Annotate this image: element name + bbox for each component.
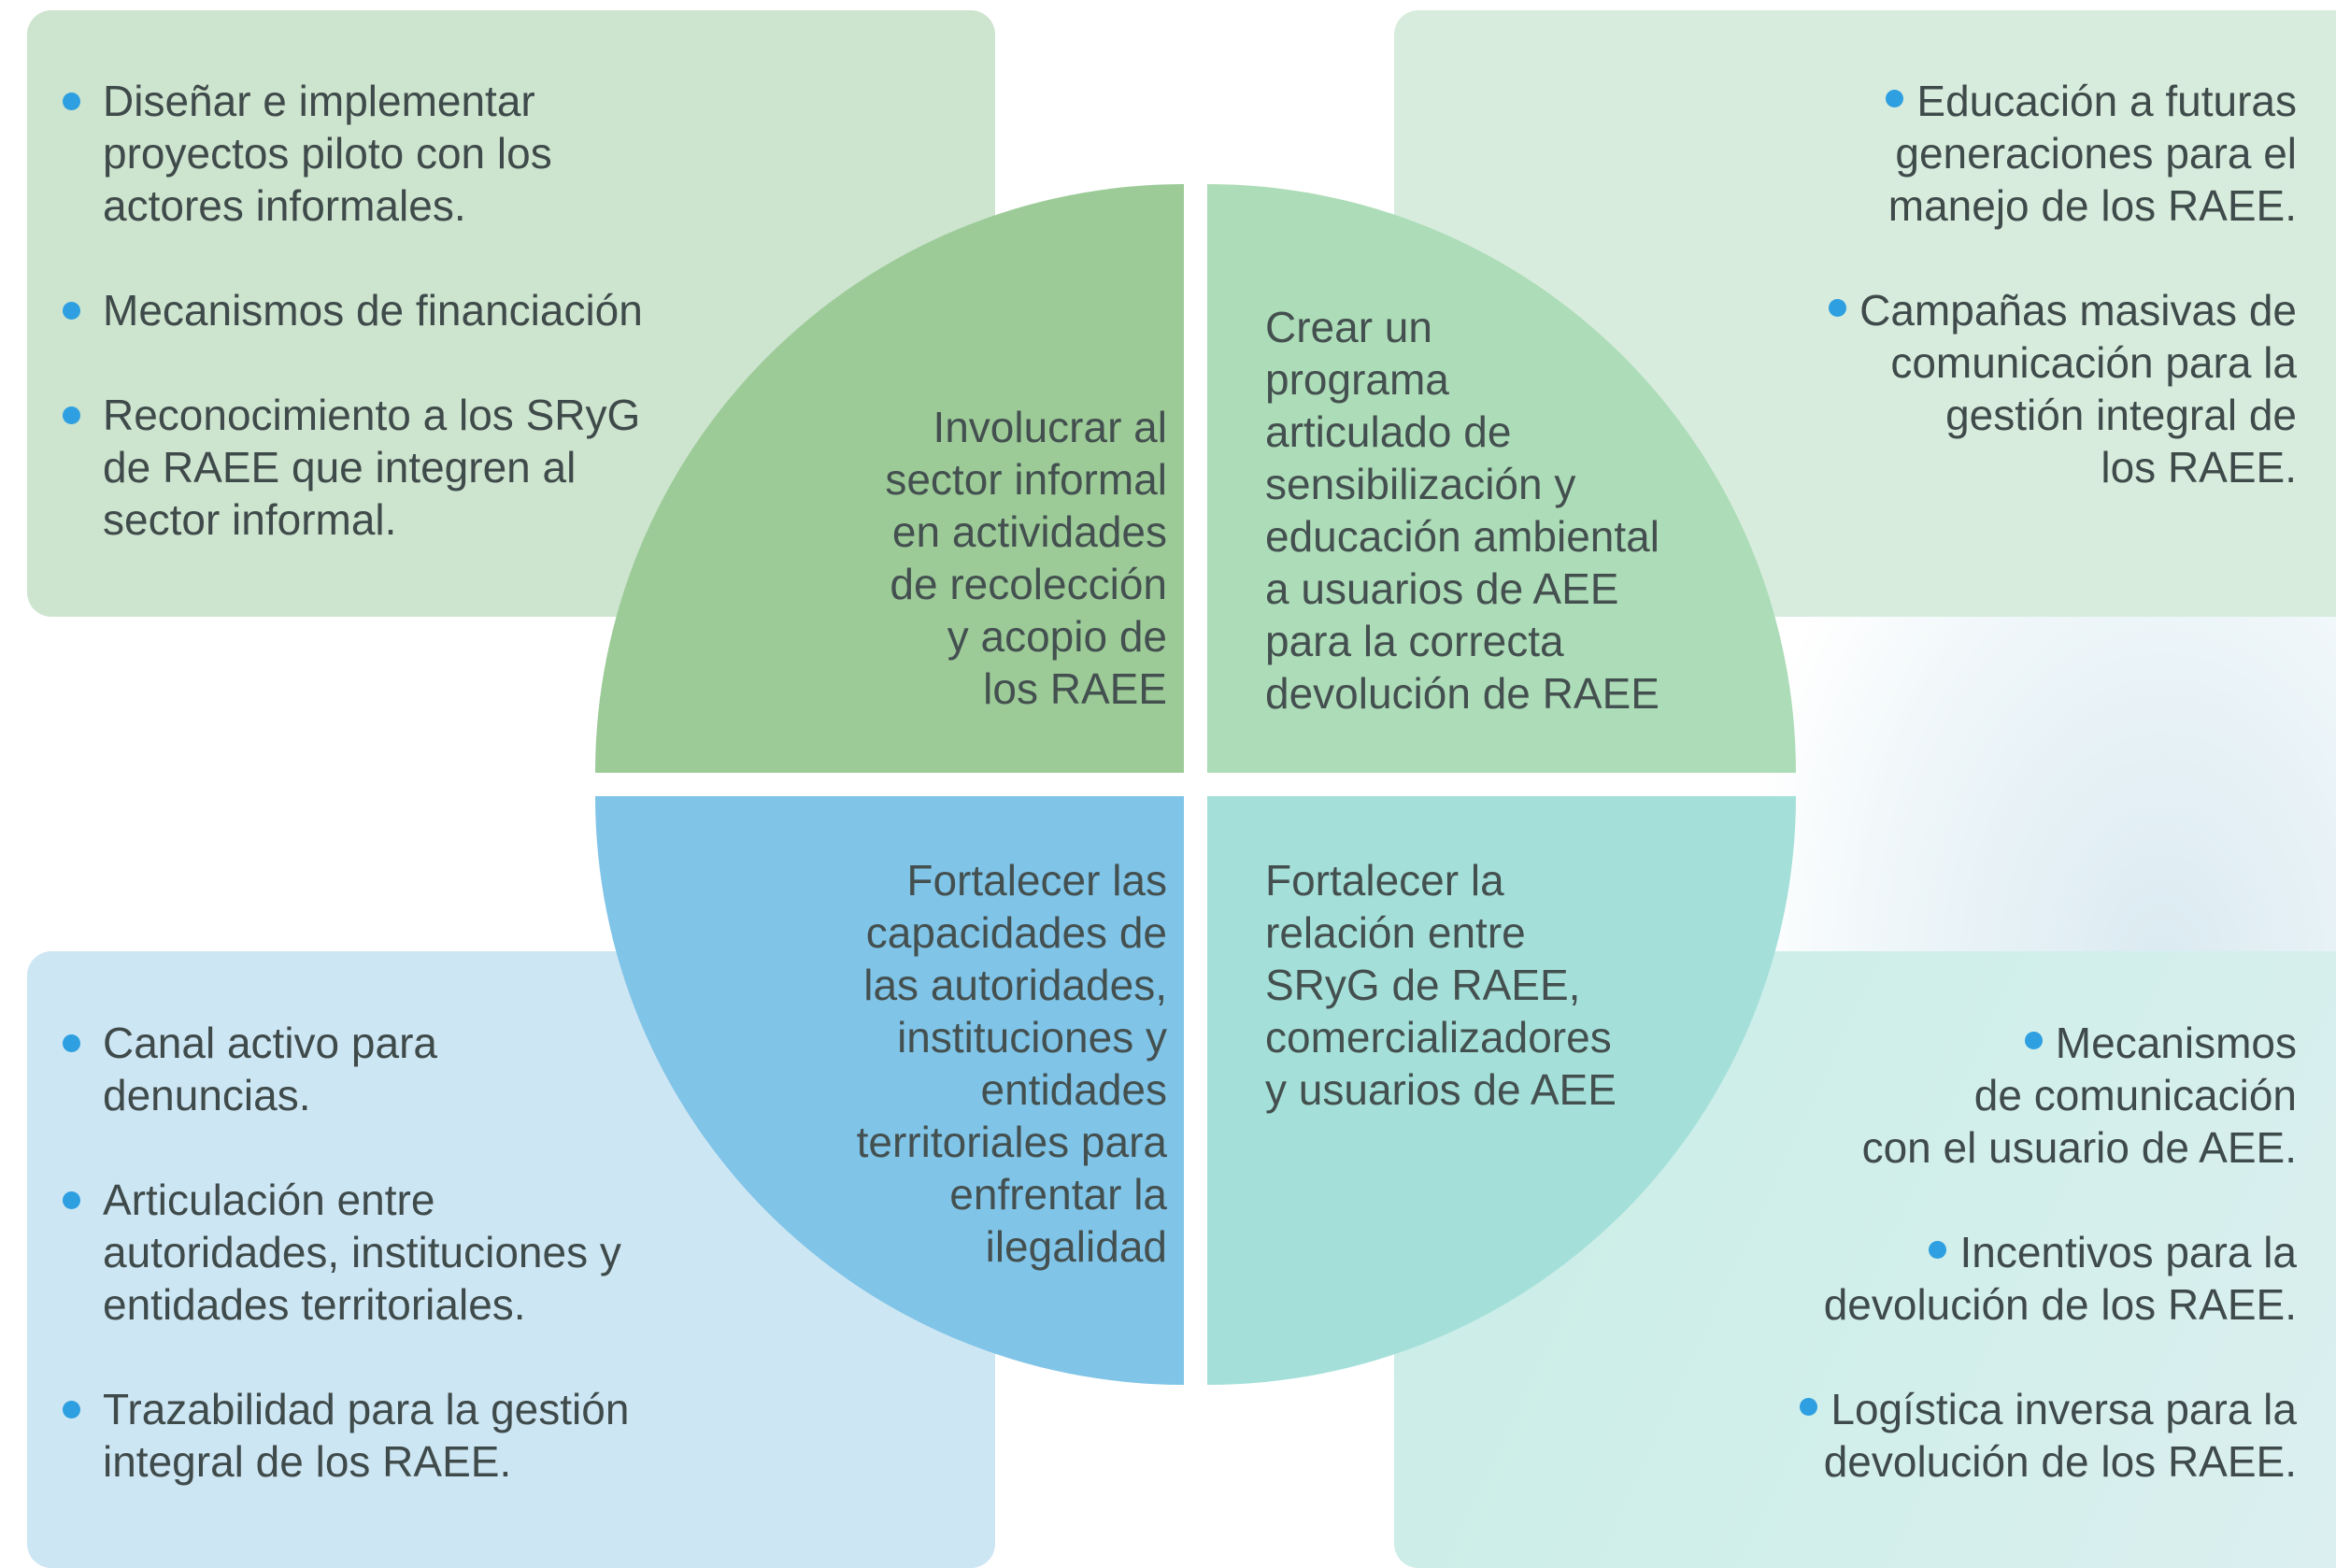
quadrant-text-line: programa (1265, 355, 1449, 404)
list-item-line: devolución de los RAEE. (1823, 1280, 2297, 1329)
list-item-line: actores informales. (103, 181, 466, 230)
list-item-line: Mecanismos (2055, 1019, 2297, 1067)
bullet-dot-icon (1829, 299, 1847, 317)
quadrant-text-line: sector informal (885, 455, 1167, 504)
quadrant-text-line: ilegalidad (985, 1222, 1167, 1271)
list-item-line: los RAEE. (2101, 443, 2297, 492)
list-item-line: de comunicación (1973, 1071, 2297, 1119)
bullet-dot-icon (1929, 1241, 1947, 1259)
bullet-dot-icon (63, 1034, 80, 1052)
quadrant-text-line: entidades (980, 1065, 1168, 1114)
quadrant-text-line: Involucrar al (933, 403, 1167, 451)
list-item-line: entidades territoriales. (103, 1280, 526, 1329)
bullet-dot-icon (2024, 1032, 2043, 1049)
list-item-line: Logística inversa para la (1830, 1385, 2297, 1433)
list-item-line: Incentivos para la (1959, 1228, 2297, 1276)
action-list-item: Mecanismos de financiación (27, 284, 700, 336)
quadrant-text-line: sensibilización y (1265, 460, 1576, 508)
quadrant-text-line: de recolección (890, 560, 1167, 608)
quadrant-text-line: articulado de (1265, 407, 1512, 456)
list-item-line: con el usuario de AEE. (1861, 1123, 2297, 1172)
quadrant-text-line: en actividades (891, 507, 1167, 556)
quadrant-text-line: educación ambiental (1265, 512, 1659, 561)
quadrant-text-line: y acopio de (947, 612, 1167, 661)
list-item-line: Campañas masivas de (1859, 286, 2297, 335)
quadrant-text-line: Fortalecer las (906, 856, 1167, 905)
list-item-line: Reconocimiento a los SRyG (103, 391, 641, 439)
list-item-line: gestión integral de (1945, 391, 2297, 439)
list-item-line: sector informal. (103, 495, 397, 544)
quadrant-text-line: y usuarios de AEE (1265, 1065, 1617, 1114)
list-item-line: Articulación entre (103, 1176, 435, 1224)
list-item-line: manejo de los RAEE. (1887, 181, 2297, 230)
quadrant-text-line: relación entre (1265, 908, 1526, 957)
quadrant-text-line: instituciones y (897, 1013, 1167, 1062)
quadrant-text-line: enfrentar la (949, 1170, 1167, 1219)
list-item-line: comunicación para la (1890, 338, 2297, 387)
list-item-line: generaciones para el (1895, 129, 2297, 178)
quadrant-text-line: comercializadores (1265, 1013, 1612, 1062)
list-item-line: Trazabilidad para la gestión (103, 1385, 630, 1433)
quadrant-text-line: las autoridades, (863, 961, 1167, 1009)
quadrant-text-line: Crear un (1265, 303, 1432, 351)
bullet-dot-icon (63, 1191, 80, 1209)
quadrant-text-line: SRyG de RAEE, (1265, 961, 1581, 1009)
list-item-line: autoridades, instituciones y (103, 1228, 621, 1276)
list-item-line: Mecanismos de financiación (103, 286, 643, 335)
list-item-line: denuncias. (103, 1071, 311, 1119)
bullet-dot-icon (63, 1401, 80, 1418)
quadrant-text-line: para la correcta (1265, 617, 1564, 665)
bullet-dot-icon (63, 302, 80, 320)
bullet-dot-icon (63, 406, 80, 424)
quadrant-text-line: los RAEE (983, 664, 1167, 713)
list-item-line: Canal activo para (103, 1019, 437, 1067)
quadrant-text-line: capacidades de (865, 908, 1167, 957)
list-item-line: de RAEE que integren al (103, 443, 577, 492)
quadrant-text-line: territoriales para (856, 1118, 1167, 1166)
list-item-line: proyectos piloto con los (103, 129, 552, 178)
bullet-dot-icon (1886, 90, 1904, 107)
bullet-dot-icon (1800, 1398, 1818, 1416)
quadrant-text-line: Fortalecer la (1265, 856, 1504, 905)
quadrant-text-line: a usuarios de AEE (1265, 564, 1619, 613)
list-item-line: devolución de los RAEE. (1823, 1437, 2297, 1486)
bullet-dot-icon (63, 93, 80, 110)
list-item-line: Educación a futuras (1916, 77, 2297, 125)
list-item-line: integral de los RAEE. (103, 1437, 512, 1486)
quadrant-text-line: devolución de RAEE (1265, 669, 1659, 718)
list-item-line: Diseñar e implementar (103, 77, 535, 125)
